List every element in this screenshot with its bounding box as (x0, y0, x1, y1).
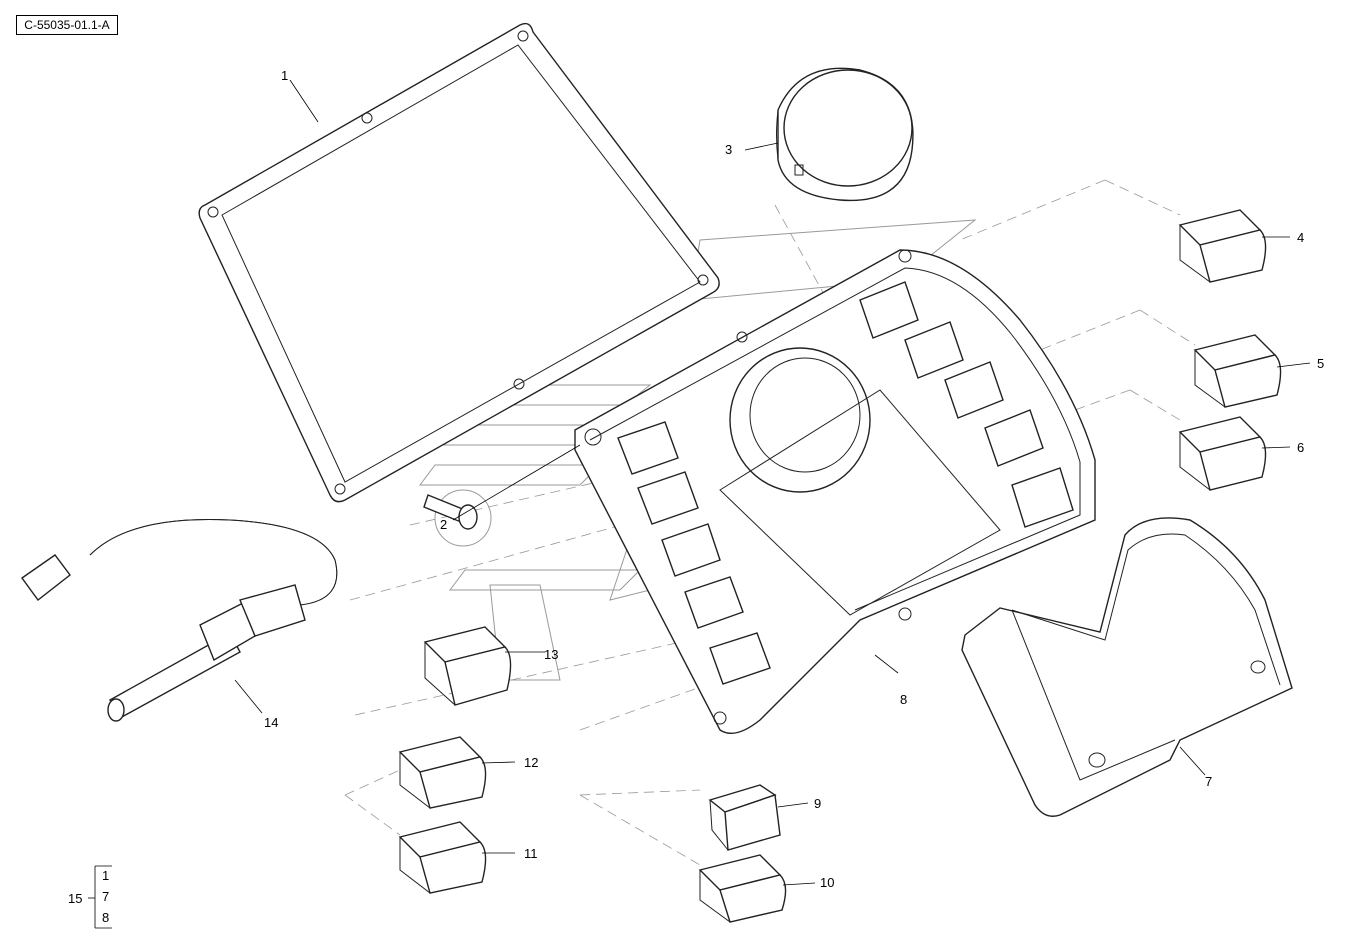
part-sensor (21, 518, 338, 722)
callouts: 1 2 3 4 5 6 7 8 9 10 11 12 13 14 (264, 68, 1324, 890)
part-gasket (198, 22, 720, 503)
callout-1: 1 (281, 68, 288, 83)
callout-5: 5 (1317, 356, 1324, 371)
callout-6: 6 (1297, 440, 1304, 455)
part-switch-4 (1178, 209, 1267, 283)
part-blank-plug-9 (708, 784, 781, 851)
kit-item-8: 8 (102, 910, 109, 925)
part-cap (776, 67, 914, 202)
callout-14: 14 (264, 715, 278, 730)
kit-item-1: 1 (102, 868, 109, 883)
reference-code: C-55035-01.1-A (16, 15, 118, 35)
part-switch-11 (398, 821, 487, 894)
part-rear-cover (961, 517, 1293, 817)
callout-4: 4 (1297, 230, 1304, 245)
part-switch-13 (423, 626, 512, 706)
callout-9: 9 (814, 796, 821, 811)
callout-11: 11 (524, 846, 538, 861)
callout-8: 8 (900, 692, 907, 707)
callout-10: 10 (820, 875, 834, 890)
callout-13: 13 (544, 647, 558, 662)
kit-label: 15 (68, 891, 82, 906)
callout-3: 3 (725, 142, 732, 157)
part-switch-12 (398, 736, 487, 809)
callout-7: 7 (1205, 774, 1212, 789)
leader-lines (234, 79, 1311, 886)
part-switch-6 (1178, 416, 1267, 491)
callout-2: 2 (440, 517, 447, 532)
callout-12: 12 (524, 755, 538, 770)
kit-legend: 15 1 7 8 (68, 865, 112, 929)
part-switch-5 (1193, 334, 1282, 408)
kit-item-7: 7 (102, 889, 109, 904)
part-main-panel (574, 249, 1096, 734)
part-screw (423, 489, 492, 547)
part-switch-10 (698, 854, 787, 923)
